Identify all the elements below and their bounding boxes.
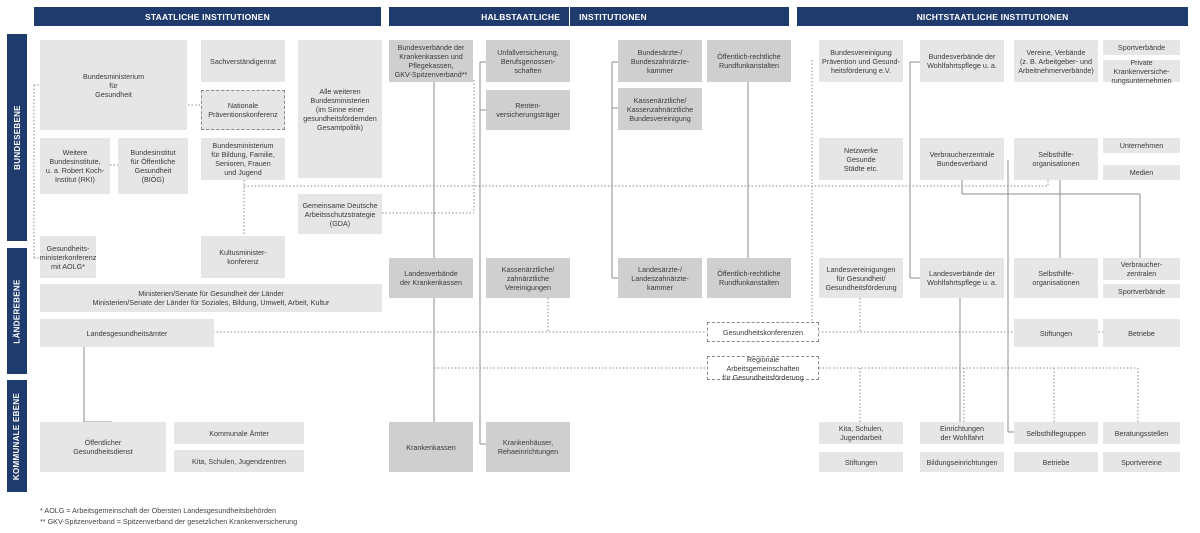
box-alle-weiteren-bundesministerien: Alle weiteren Bundesministerien (im Sinn… (298, 40, 382, 178)
box-bundesverbaende-krankenkassen: Bundesverbände der Krankenkassen und Pfl… (389, 40, 473, 82)
box-bundesvereinigung-praevention: Bundesvereinigung Prävention und Gesund-… (819, 40, 903, 82)
box-selbsthilfegruppen: Selbsthilfegruppen (1014, 422, 1098, 444)
box-sportverbaende-bund: Sportverbände (1103, 40, 1180, 55)
box-landesverbaende-wohlfahrtspflege: Landesverbände der Wohlfahrtspflege u. a… (920, 258, 1004, 298)
box-oeffentlicher-gesundheitsdienst: Öffentlicher Gesundheitsdienst (40, 422, 166, 472)
box-netzwerke-gesunde-staedte: Netzwerke Gesunde Städte etc. (819, 138, 903, 180)
level-laenderebene: LÄNDEREBENE (7, 248, 27, 374)
box-landesgesundheitsaemter: Landesgesundheitsämter (40, 319, 214, 347)
box-rentenversicherungstraeger: Renten- versicherungsträger (486, 90, 570, 130)
box-landesverbaende-krankenkassen: Landesverbände der Krankenkassen (389, 258, 473, 298)
solid-connectors (83, 61, 1141, 445)
box-bundesverbaende-wohlfahrtspflege: Bundesverbände der Wohlfahrtspflege u. a… (920, 40, 1004, 82)
level-bundesebene: BUNDESEBENE (7, 34, 27, 241)
box-regionale-arbeitsgemeinschaften: Regionale Arbeitsgemeinschaften für Gesu… (707, 355, 819, 382)
footnote-aolg: * AOLG = Arbeitsgemeinschaft der Oberste… (40, 506, 276, 515)
box-private-krankenversicherung: Private Krankenversiche- rungsunternehme… (1103, 58, 1180, 85)
box-oeffentlich-rechtliche-rundfunkanstalten-land: Öffentlich-rechtliche Rundfunkanstalten (707, 258, 791, 298)
box-gesundheitsministerkonferenz: Gesundheits- ministerkonferenz mit AOLG* (40, 236, 96, 278)
box-bildungseinrichtungen: Bildungseinrichtungen (920, 452, 1004, 472)
level-kommunale-ebene: KOMMUNALE EBENE (7, 380, 27, 492)
box-weitere-bundesinstitute: Weitere Bundesinstitute, u. a. Robert Ko… (40, 138, 110, 194)
header-halbstaatliche-institutionen: HALBSTAATLICHE INSTITUTIONEN (389, 7, 789, 26)
box-betriebe-kommunal: Betriebe (1014, 452, 1098, 472)
box-sachverstaendigenrat: Sachverständigenrat (201, 40, 285, 82)
box-kassenaerztliche-vereinigungen: Kassenärztliche/ zahnärztliche Vereinigu… (486, 258, 570, 298)
box-unternehmen: Unternehmen (1103, 138, 1180, 153)
box-unfallversicherung: Unfallversicherung, Berufsgenossen- scha… (486, 40, 570, 82)
box-stiftungen-kommunal: Stiftungen (819, 452, 903, 472)
box-bundesaerztekammer: Bundesärzte-/ Bundeszahnärzte- kammer (618, 40, 702, 82)
box-kommunale-aemter: Kommunale Ämter (174, 422, 304, 444)
footnote-gkv: ** GKV-Spitzenverband = Spitzenverband d… (40, 517, 298, 526)
box-kassenaerztliche-bundesvereinigung: Kassenärztliche/ Kassenzahnärztliche Bun… (618, 88, 702, 130)
header-halbstaatliche-part2: INSTITUTIONEN (579, 11, 647, 22)
box-bundesministerium-gesundheit: Bundesministerium für Gesundheit (40, 40, 187, 130)
box-einrichtungen-wohlfahrt: Einrichtungen der Wohlfahrt (920, 422, 1004, 444)
box-landesaerztekammer: Landesärzte-/ Landeszahnärzte- kammer (618, 258, 702, 298)
box-kita-schulen-jugendzentren: Kita, Schulen, Jugendzentren (174, 450, 304, 472)
box-biog: Bundesinstitut für Öffentliche Gesundhei… (118, 138, 188, 194)
box-vereine-verbaende: Vereine, Verbände (z. B. Arbeitgeber- un… (1014, 40, 1098, 82)
box-gesundheitskonferenzen: Gesundheitskonferenzen (707, 322, 819, 342)
box-sportvereine: Sportvereine (1103, 452, 1180, 472)
level-bundesebene-label: BUNDESEBENE (12, 105, 22, 170)
box-betriebe-land: Betriebe (1103, 319, 1180, 347)
box-kultusministerkonferenz: Kultusminister- konferenz (201, 236, 285, 278)
box-krankenkassen: Krankenkassen (389, 422, 473, 472)
box-kita-schulen-jugendarbeit: Kita, Schulen, Jugendarbeit (819, 422, 903, 444)
box-beratungsstellen: Beratungsstellen (1103, 422, 1180, 444)
header-nichtstaatliche-institutionen: NICHTSTAATLICHE INSTITUTIONEN (797, 7, 1188, 26)
box-medien: Medien (1103, 165, 1180, 180)
level-kommunale-ebene-label: KOMMUNALE EBENE (12, 392, 22, 480)
box-stiftungen-land: Stiftungen (1014, 319, 1098, 347)
box-selbsthilfeorganisationen-land: Selbsthilfe- organisationen (1014, 258, 1098, 298)
box-landesvereinigungen-gesundheit: Landesvereinigungen für Gesundheit/ Gesu… (819, 258, 903, 298)
header-divider (569, 7, 571, 26)
box-verbraucherzentralen: Verbraucher- zentralen (1103, 258, 1180, 280)
box-krankenhaeuser-rehaeinrichtungen: Krankenhäuser, Rehaeinrichtungen (486, 422, 570, 472)
box-sportverbaende-land: Sportverbände (1103, 284, 1180, 298)
box-verbraucherzentrale-bundesverband: Verbraucherzentrale Bundesverband (920, 138, 1004, 180)
box-selbsthilfeorganisationen-bund: Selbsthilfe- organisationen (1014, 138, 1098, 180)
box-oeffentlich-rechtliche-rundfunkanstalten-bund: Öffentlich-rechtliche Rundfunkanstalten (707, 40, 791, 82)
header-halbstaatliche-part1: HALBSTAATLICHE (481, 11, 561, 22)
box-nationale-praeventionskonferenz: Nationale Präventionskonferenz (201, 90, 285, 130)
box-ministerien-senate-laender: Ministerien/Senate für Gesundheit der Lä… (40, 284, 382, 312)
box-gda: Gemeinsame Deutsche Arbeitsschutzstrateg… (298, 194, 382, 234)
box-bmbfsfj: Bundesministerium für Bildung, Familie, … (201, 138, 285, 180)
level-laenderebene-label: LÄNDEREBENE (12, 278, 22, 344)
header-staatliche-institutionen: STAATLICHE INSTITUTIONEN (34, 7, 381, 26)
